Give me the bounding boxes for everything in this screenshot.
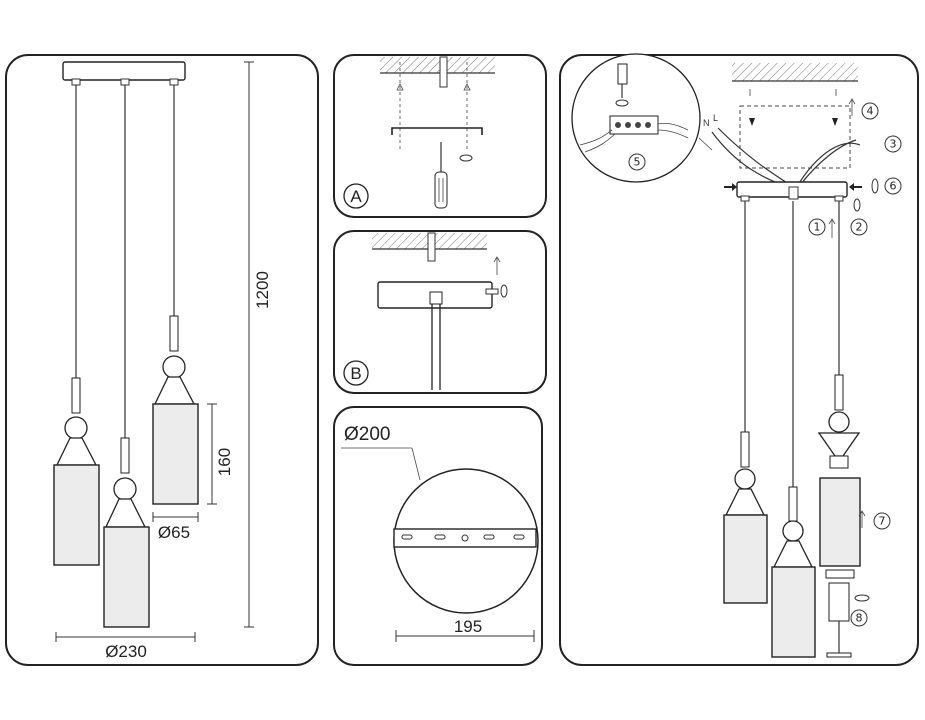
- panel-b: B: [333, 230, 547, 394]
- svg-text:Ø230: Ø230: [105, 642, 147, 661]
- svg-text:2: 2: [856, 221, 863, 234]
- step-1-marker: 1: [808, 218, 826, 236]
- step-6-marker: 6: [884, 177, 902, 195]
- dimension-panel: 1200 160 Ø65 Ø230: [5, 54, 319, 666]
- pendant-middle: [103, 437, 150, 628]
- cap-icon: [871, 178, 879, 194]
- step-7-marker: 7: [873, 512, 891, 530]
- ring-icon: [854, 594, 870, 602]
- canopy-dimension-panel: Ø200 195: [333, 406, 543, 666]
- assembly-pendant-exploded: [817, 374, 866, 658]
- svg-text:6: 6: [890, 180, 897, 193]
- wire-neutral-label: N: [703, 118, 710, 128]
- terminal-block-inset: [571, 53, 713, 183]
- svg-text:B: B: [350, 364, 361, 383]
- canopy-plate: [62, 61, 186, 81]
- screwdriver-icon: [434, 142, 448, 209]
- svg-text:7: 7: [879, 515, 886, 528]
- dimension-overall-diameter: Ø230: [55, 632, 196, 661]
- assembly-pendant-middle: [771, 486, 816, 658]
- assembly-panel: N L: [559, 53, 919, 666]
- svg-text:1200: 1200: [253, 271, 272, 309]
- svg-text:1: 1: [814, 221, 821, 234]
- pendant-left: [53, 377, 100, 566]
- step-8-marker: 8: [850, 609, 868, 627]
- panel-a-badge: [343, 183, 369, 209]
- dimension-shade-height: 160: [207, 403, 234, 505]
- dimension-shade-diameter: Ø65: [152, 512, 199, 542]
- step-3-marker: 3: [884, 135, 902, 153]
- step-4-marker: 4: [861, 102, 879, 120]
- svg-text:195: 195: [454, 617, 482, 636]
- pendant-right: [152, 315, 199, 505]
- svg-text:3: 3: [890, 138, 897, 151]
- panel-b-badge: [343, 360, 369, 386]
- assembly-pendant-left: [723, 431, 768, 604]
- svg-text:5: 5: [634, 156, 641, 169]
- svg-text:Ø65: Ø65: [158, 523, 190, 542]
- step-5-marker: 5: [628, 153, 646, 171]
- svg-text:8: 8: [856, 612, 863, 625]
- svg-text:160: 160: [215, 448, 234, 476]
- dimension-height-total: 1200: [244, 61, 272, 628]
- panel-a: A: [333, 54, 547, 218]
- wire-live-label: L: [713, 113, 718, 123]
- step-2-marker: 2: [850, 218, 868, 236]
- svg-text:Ø200: Ø200: [344, 424, 390, 445]
- washer-icon: [853, 198, 861, 212]
- svg-text:A: A: [350, 187, 362, 206]
- svg-text:4: 4: [867, 105, 874, 118]
